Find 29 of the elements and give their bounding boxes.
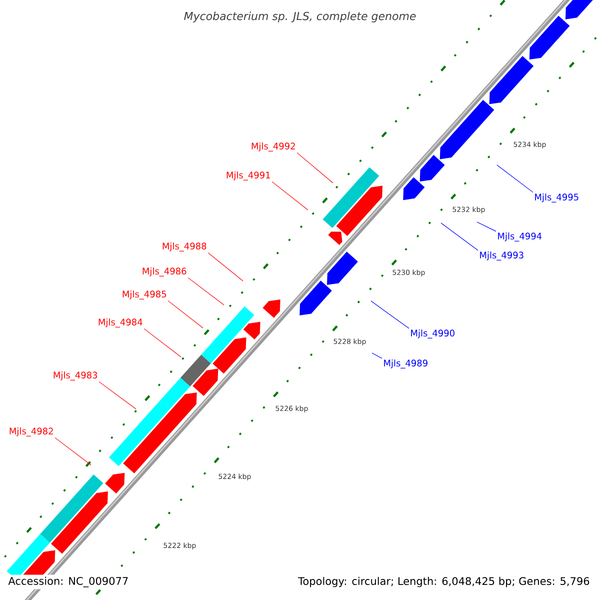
leader-line [296,152,334,184]
gene-label: Mjls_4992 [252,142,295,152]
leader-line [168,300,204,328]
gene-label: Mjls_4983 [54,372,98,380]
leader-line [476,222,496,232]
leader-line [272,181,308,210]
leader-line [54,437,92,466]
title: Mycobacterium sp. JLS, complete genome [184,12,416,22]
gene-label: Mjls_4993 [480,252,524,260]
leader-line [98,381,136,410]
leader-line [440,222,478,251]
leader-line [372,352,382,359]
gene-label: Mjls_4984 [98,318,142,328]
gene-label: Mjls_4995 [535,194,578,202]
gene-label: Mjls_4982 [10,428,53,436]
gene-label: Mjls_4988 [162,242,206,252]
leader-line [496,164,534,193]
leader-line [188,277,224,306]
gene-label: Mjls_4994 [498,232,542,242]
gene-label: Mjls_4989 [384,360,428,368]
gene-label: Mjls_4991 [226,172,270,180]
gene-label: Mjls_4985 [122,290,166,300]
gene-label: Mjls_4990 [411,330,454,338]
genome-info-label: Topology: circular; Length: 6,048,425 bp; Genes: 5,796 [296,574,592,590]
gene-label: Mjls_4986 [142,268,186,276]
accession-label: Accession: NC_009077 [6,574,131,590]
leader-line [370,300,410,329]
leader-line [208,252,244,282]
leader-line [144,328,182,358]
